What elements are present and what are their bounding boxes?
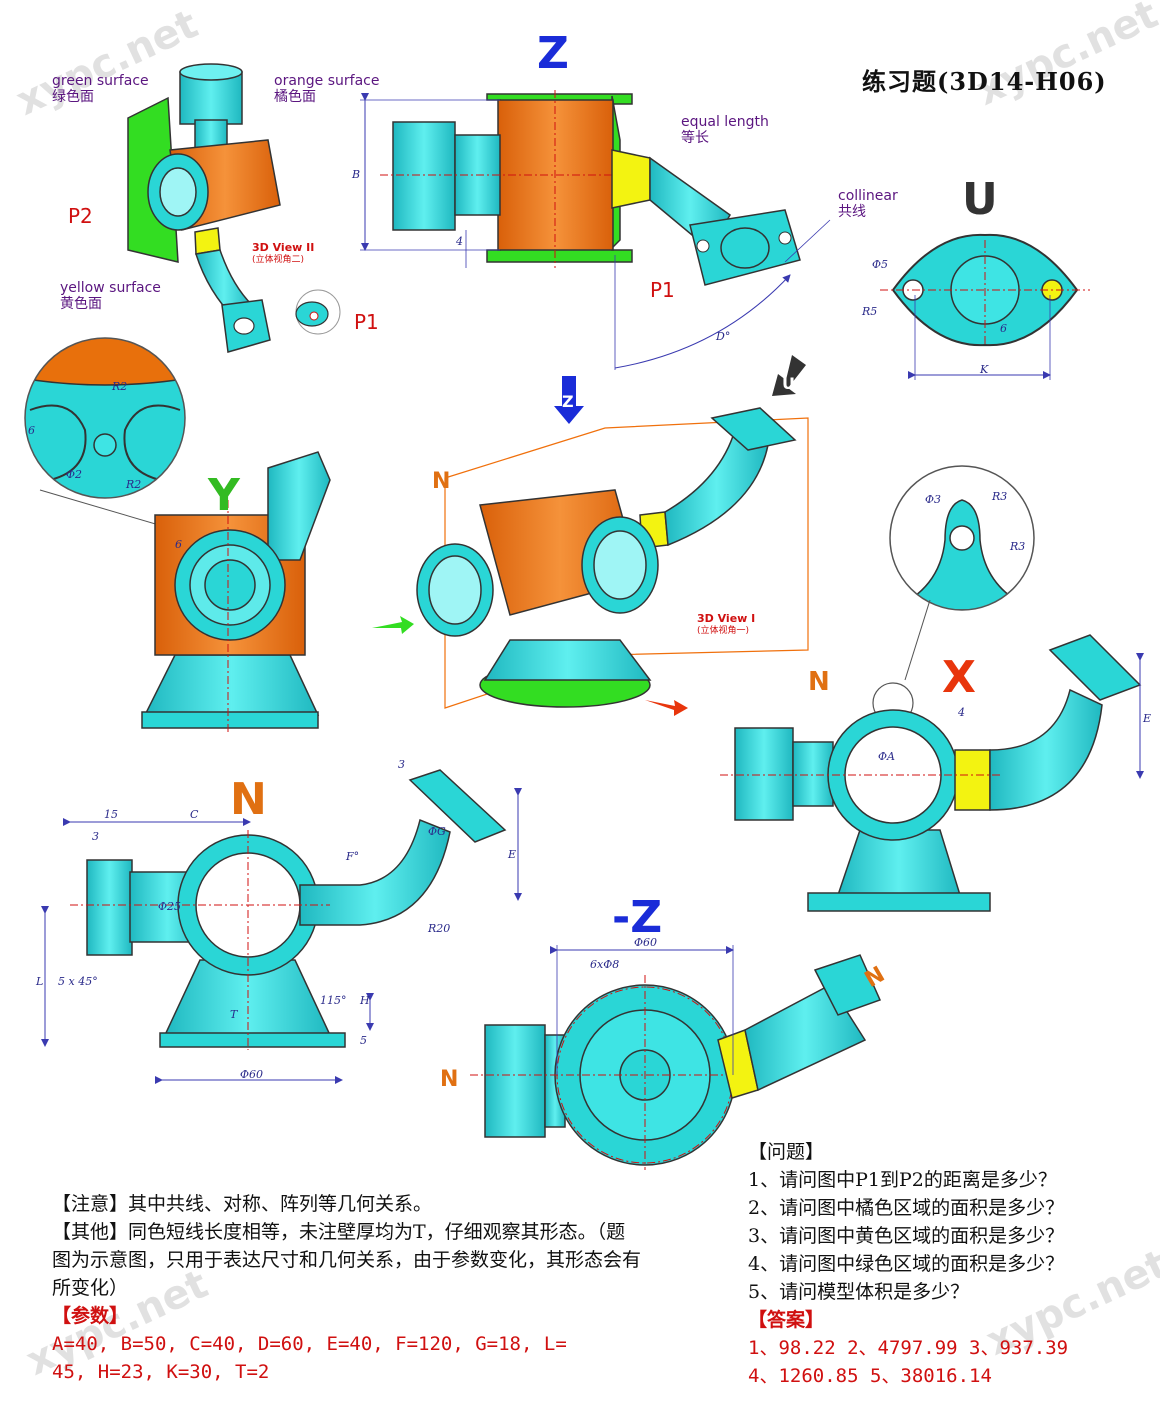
dim-phi60: Φ60: [634, 936, 658, 949]
detail-circle-left: [24, 337, 211, 541]
dim-3: 3: [92, 830, 99, 843]
view-label-y: Y: [208, 470, 240, 521]
view-label-z: Z: [537, 28, 569, 79]
dim-e: E: [508, 848, 517, 861]
dim-b: B: [352, 168, 361, 181]
view-tag-3d-two-cn: (立体视角二): [252, 255, 305, 265]
question-item: 5、请问模型体积是多少？: [748, 1281, 970, 1303]
answers-line-1: 1、98.22 2、4797.99 3、937.39: [748, 1337, 1069, 1359]
point-label-p1: P1: [650, 278, 675, 302]
dim-h: H: [360, 994, 370, 1007]
view-tag-3d-one-cn: (立体视角一): [697, 626, 750, 636]
point-label-p1: P1: [354, 310, 379, 334]
section-mark-n: N: [440, 1067, 459, 1092]
dim-phi5: Φ5: [872, 258, 889, 271]
dim-holes: 6xΦ8: [590, 958, 620, 971]
dim-phi60: Φ60: [240, 1068, 264, 1081]
dim-r2: R2: [126, 478, 142, 491]
dim-t: T: [230, 1008, 238, 1021]
view-u: [880, 233, 1090, 380]
arrow-label-z: Z: [562, 392, 574, 411]
answers-line-2: 4、1260.85 5、38016.14: [748, 1365, 992, 1387]
dim-phi25: Φ25: [158, 900, 182, 913]
dim-6: 6: [28, 424, 35, 437]
dim-r3: R3: [1010, 540, 1026, 553]
callout-equal-en: equal length: [681, 114, 769, 130]
dim-f: F°: [346, 850, 360, 863]
dim-d: D°: [716, 330, 731, 343]
exercise-title: 练习题(3D14-H06): [862, 67, 1107, 96]
callout-equal-cn: 等长: [681, 130, 709, 146]
params-line-1: A=40, B=50, C=40, D=60, E=40, F=120, G=1…: [52, 1333, 567, 1355]
section-mark-n: N: [432, 469, 451, 494]
view-y: [141, 451, 331, 735]
note-other: 【其他】同色短线长度相等，未注壁厚均为T，仔细观察其形态。（题图为示意图，只用于…: [52, 1221, 642, 1299]
answers-title: 【答案】: [748, 1309, 825, 1331]
callout-yellow-cn: 黄色面: [60, 296, 102, 312]
params-line-2: 45, H=23, K=30, T=2: [52, 1361, 270, 1383]
callout-green-cn: 绿色面: [52, 89, 94, 105]
dim-r2: R2: [112, 380, 128, 393]
dim-4: 4: [456, 235, 463, 248]
dim-5: 5: [360, 1034, 367, 1047]
dim-c: C: [190, 808, 199, 821]
view-3d-two: [127, 63, 341, 353]
view-tag-3d-two: 3D View II (立体视角二): [252, 241, 314, 267]
dim-3: 3: [398, 758, 405, 771]
view-tag-3d-one: 3D View I (立体视角一): [697, 612, 755, 638]
question-item: 1、请问图中P1到P2的距离是多少？: [748, 1169, 1057, 1191]
callout-collinear-cn: 共线: [838, 204, 866, 220]
questions-title: 【问题】: [748, 1141, 825, 1163]
view-3d-one: [416, 407, 809, 709]
note-attention: 【注意】其中共线、对称、阵列等几何关系。: [52, 1193, 433, 1215]
view-label-n: N: [230, 774, 267, 825]
params-title: 【参数】: [52, 1305, 129, 1327]
dim-4: 4: [958, 706, 965, 719]
callout-collinear-en: collinear: [838, 188, 898, 204]
dim-r3: R3: [992, 490, 1008, 503]
question-item: 4、请问图中绿色区域的面积是多少？: [748, 1253, 1065, 1275]
view-minus-z: [470, 945, 882, 1170]
point-label-p2: P2: [68, 204, 93, 228]
dim-r20: R20: [428, 922, 451, 935]
view-z: [360, 90, 831, 370]
view-label-x: X: [942, 652, 976, 703]
callout-orange-en: orange surface: [274, 73, 380, 89]
arrow-label-u: U: [782, 374, 795, 393]
dim-r5: R5: [862, 305, 878, 318]
view-n-section: [41, 769, 522, 1084]
dim-e: E: [1143, 712, 1152, 725]
detail-circle-right: [872, 465, 1035, 724]
dim-phi2: Φ2: [66, 468, 83, 481]
callout-green-en: green surface: [52, 73, 149, 89]
callout-orange-cn: 橘色面: [274, 89, 316, 105]
dim-15: 15: [104, 808, 118, 821]
dim-l: L: [36, 975, 44, 988]
notes-block: 【注意】其中共线、对称、阵列等几何关系。 【其他】同色短线长度相等，未注壁厚均为…: [52, 1190, 642, 1386]
view-label-u: U: [962, 174, 998, 225]
dim-6: 6: [1000, 322, 1007, 335]
dim-phi3: Φ3: [925, 493, 942, 506]
dim-chamfer: 5 x 45°: [58, 975, 98, 988]
callout-yellow-en: yellow surface: [60, 280, 161, 296]
view-x: [720, 634, 1144, 912]
view-label-minus-z: -Z: [612, 892, 663, 943]
dim-phig: ΦG: [428, 825, 446, 838]
dim-115: 115°: [320, 994, 347, 1007]
questions-block: 【问题】 1、请问图中P1到P2的距离是多少？ 2、请问图中橘色区域的面积是多少…: [748, 1138, 1148, 1390]
view-tag-3d-two-en: 3D View II: [252, 241, 315, 254]
question-item: 2、请问图中橘色区域的面积是多少？: [748, 1197, 1065, 1219]
dim-6: 6: [175, 538, 182, 551]
section-mark-n: N: [808, 667, 830, 697]
question-item: 3、请问图中黄色区域的面积是多少？: [748, 1225, 1065, 1247]
direction-arrows: [372, 355, 806, 716]
view-tag-3d-one-en: 3D View I: [697, 612, 756, 625]
dim-phia: ΦA: [878, 750, 895, 763]
dim-k: K: [980, 363, 989, 376]
